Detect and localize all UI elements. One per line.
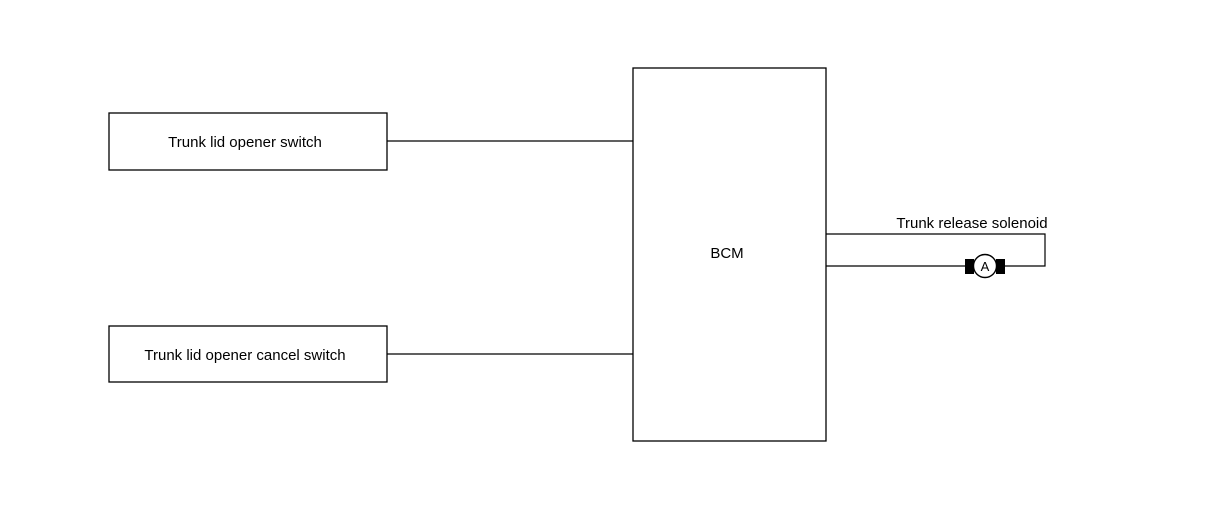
connector-a-right-end xyxy=(996,259,1005,274)
wire-solenoid-loop xyxy=(826,233,1046,267)
solenoid-label: Trunk release solenoid xyxy=(896,215,1047,232)
connector-a: A xyxy=(965,253,1005,279)
switch-box-opener-frame xyxy=(108,112,388,171)
connector-a-circle xyxy=(972,253,998,279)
switch-box-cancel-frame xyxy=(108,325,388,383)
switch-box-opener-label: Trunk lid opener switch xyxy=(168,134,322,151)
bcm-module-label: BCM xyxy=(710,245,743,262)
connector-a-left-end xyxy=(965,259,974,274)
switch-box-cancel: Trunk lid opener cancel switch xyxy=(108,325,388,383)
bcm-module: BCM xyxy=(632,67,827,442)
bcm-module-frame xyxy=(632,67,827,442)
connector-a-letter: A xyxy=(981,259,990,274)
switch-box-cancel-label: Trunk lid opener cancel switch xyxy=(144,347,345,364)
switch-box-opener: Trunk lid opener switch xyxy=(108,112,388,171)
